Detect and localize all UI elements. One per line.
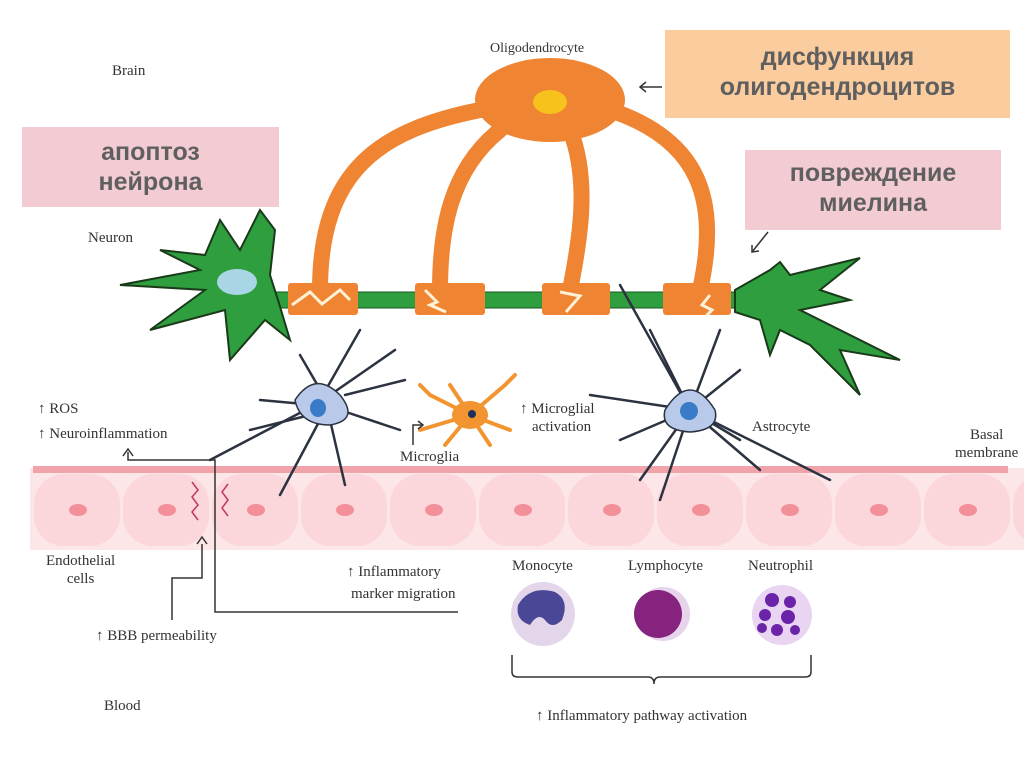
brain-label: Brain xyxy=(112,63,146,79)
endothelial-nucleus-icon xyxy=(336,504,354,516)
bracket xyxy=(511,655,812,685)
oligodendrocyte-label: Oligodendrocyte xyxy=(490,41,585,56)
endothelial-nucleus-icon xyxy=(603,504,621,516)
neutrophil-label: Neutrophil xyxy=(748,558,813,574)
neuron-apoptosis-callout: апоптоз нейрона xyxy=(22,127,279,207)
astrocyte-left xyxy=(208,328,407,497)
myelin-segment xyxy=(663,283,731,315)
inflammatory-marker-line1: ↑ Inflammatory xyxy=(347,564,441,580)
endothelial-label: Endothelial cells xyxy=(46,552,115,588)
oligodendrocyte-dysfunction-callout: дисфункция олигодендроцитов xyxy=(665,30,1010,118)
endothelial-nucleus-icon xyxy=(692,504,710,516)
callout-line2: олигодендроцитов xyxy=(719,73,956,101)
axon-terminal xyxy=(734,257,901,396)
microglia-nucleus-icon xyxy=(468,410,476,418)
basal-label-line1: Basal xyxy=(969,427,1004,443)
astrocyte-nucleus-icon xyxy=(310,399,326,417)
endothelial-layer xyxy=(30,468,1024,550)
connector-lines xyxy=(122,81,769,620)
oligodendrocyte-nucleus-icon xyxy=(533,90,567,114)
neuron-label: Neuron xyxy=(88,230,133,246)
monocyte-image xyxy=(511,582,575,646)
monocyte-label: Monocyte xyxy=(512,558,573,574)
neutrophil-image xyxy=(752,585,812,645)
endothelial-nucleus-icon xyxy=(514,504,532,516)
astrocyte-nucleus-icon xyxy=(680,402,698,420)
inflammatory-marker-line2: marker migration xyxy=(351,586,456,602)
microglial-activation-label: ↑ Microglial activation xyxy=(520,400,595,436)
endothelial-nucleus-icon xyxy=(870,504,888,516)
basal-membrane xyxy=(33,466,1008,473)
endothelial-nucleus-icon xyxy=(959,504,977,516)
microglia-label: Microglia xyxy=(400,449,460,465)
myelin-sheaths xyxy=(288,283,731,318)
callout-line1: повреждение xyxy=(789,159,957,187)
lymphocyte-image xyxy=(634,587,690,641)
myelin-damage-callout: повреждение миелина xyxy=(745,150,1001,230)
callout-line1: апоптоз xyxy=(101,138,200,166)
astrocyte-right xyxy=(588,283,832,502)
ros-label: ↑ ROS xyxy=(38,401,79,417)
endothelial-label-line1: Endothelial xyxy=(46,553,116,569)
blood-label: Blood xyxy=(104,698,141,714)
basal-membrane-label: Basal membrane xyxy=(955,426,1018,462)
astrocyte-label: Astrocyte xyxy=(752,419,811,435)
myelin-segment xyxy=(415,283,485,315)
endothelial-nucleus-icon xyxy=(158,504,176,516)
inflammatory-pathway-label: ↑ Inflammatory pathway activation xyxy=(536,708,748,724)
endothelial-nucleus-icon xyxy=(69,504,87,516)
neuron-nucleus-icon xyxy=(217,269,257,295)
endothelial-nucleus-icon xyxy=(247,504,265,516)
neuron-soma xyxy=(119,208,292,363)
lymphocyte-label: Lymphocyte xyxy=(628,558,703,574)
endothelial-cell xyxy=(1013,480,1024,540)
basal-label-line2: membrane xyxy=(955,445,1019,461)
callout-line2: нейрона xyxy=(98,168,203,196)
bbb-permeability-label: ↑ BBB permeability xyxy=(96,628,217,644)
endothelial-label-line2: cells xyxy=(66,571,95,587)
tight-junction-break-icon xyxy=(191,481,229,521)
callout-line2: миелина xyxy=(818,189,928,217)
microglial-line2: activation xyxy=(532,419,592,435)
endothelial-nucleus-icon xyxy=(425,504,443,516)
callout-line1: дисфункция xyxy=(760,43,915,71)
oligodendrocyte xyxy=(312,102,716,298)
endothelial-nucleus-icon xyxy=(781,504,799,516)
neuroinflammation-label: ↑ Neuroinflammation xyxy=(38,426,168,442)
microglial-line1: ↑ Microglial xyxy=(520,401,595,417)
inflammatory-marker-label: ↑ Inflammatory marker migration xyxy=(347,563,456,603)
